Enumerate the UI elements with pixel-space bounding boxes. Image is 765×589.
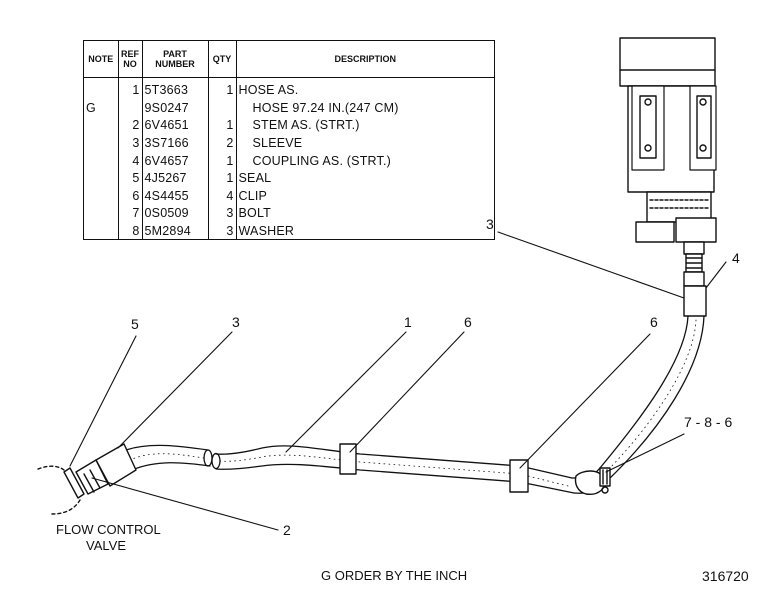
table-row: G 9S0247 HOSE 97.24 IN.(247 CM) xyxy=(84,99,494,118)
part-number-cell: 4S4455 xyxy=(142,187,209,206)
note-cell xyxy=(84,187,119,206)
note-cell xyxy=(84,169,119,188)
seal xyxy=(63,467,85,499)
header-description: DESCRIPTION xyxy=(236,41,494,78)
description-cell: COUPLING AS. (STRT.) xyxy=(252,153,392,168)
callout-7-8-6: 7 - 8 - 6 xyxy=(684,414,733,430)
part-number-cell: 5M2894 xyxy=(142,222,209,241)
header-note: NOTE xyxy=(84,41,119,78)
description-cell: STEM AS. (STRT.) xyxy=(252,118,360,133)
header-ref-no: REF NO xyxy=(118,41,143,78)
flow-control-label-line1: FLOW CONTROL xyxy=(56,522,161,537)
ref-cell: 1 xyxy=(118,77,143,100)
part-number-cell: 6V4651 xyxy=(142,117,209,135)
callout-2: 2 xyxy=(283,522,291,538)
part-number-cell: 5T3663 xyxy=(142,77,209,100)
hose-texture xyxy=(129,319,697,487)
description-cell: HOSE AS. xyxy=(238,83,299,98)
callout-6-mid: 6 xyxy=(464,314,472,330)
header-qty: QTY xyxy=(208,41,237,78)
callout-1: 1 xyxy=(404,314,412,330)
pump-unit xyxy=(619,37,717,287)
ref-cell: 2 xyxy=(118,117,143,135)
footnote-order-by-inch: G ORDER BY THE INCH xyxy=(321,568,468,583)
bolt-washer xyxy=(599,467,611,494)
description-cell: BOLT xyxy=(238,206,272,221)
qty-cell: 1 xyxy=(208,117,237,135)
part-number-cell: 6V4657 xyxy=(142,152,209,170)
ref-cell: 3 xyxy=(118,134,143,153)
table-header-row: NOTE REF NO PART NUMBER QTY DESCRIPTION xyxy=(84,41,494,78)
ref-cell xyxy=(118,99,143,118)
qty-cell: 4 xyxy=(208,187,237,206)
qty-cell: 3 xyxy=(208,205,237,223)
qty-cell: 1 xyxy=(208,169,237,188)
flow-control-label-line2: VALVE xyxy=(86,538,126,553)
qty-cell: 1 xyxy=(208,77,237,100)
leader-lines xyxy=(69,231,727,531)
coupling xyxy=(683,285,707,317)
ref-cell: 4 xyxy=(118,152,143,170)
callout-6-right: 6 xyxy=(650,314,658,330)
flow-control-valve-outline xyxy=(35,465,81,515)
note-cell xyxy=(84,134,119,153)
description-cell: SLEEVE xyxy=(252,136,303,151)
description-cell: CLIP xyxy=(238,188,268,203)
ref-cell: 8 xyxy=(118,222,143,241)
part-number-cell: 9S0247 xyxy=(142,99,209,118)
description-cell: HOSE 97.24 IN.(247 CM) xyxy=(252,100,399,115)
ref-cell: 7 xyxy=(118,205,143,223)
stem-sleeve xyxy=(95,443,137,487)
note-cell: G xyxy=(84,99,119,118)
figure-number: 316720 xyxy=(702,568,749,584)
part-number-cell: 3S7166 xyxy=(142,134,209,153)
note-cell xyxy=(84,222,119,241)
qty-cell: 1 xyxy=(208,152,237,170)
callout-3-right: 3 xyxy=(486,216,494,232)
callout-3-left: 3 xyxy=(232,314,240,330)
part-number-cell: 4J5267 xyxy=(142,169,209,188)
qty-cell: 3 xyxy=(208,222,237,241)
ref-cell: 6 xyxy=(118,187,143,206)
note-cell xyxy=(84,152,119,170)
clip-right xyxy=(509,459,529,493)
description-cell: SEAL xyxy=(238,171,272,186)
elbow-clip xyxy=(574,470,606,495)
callout-5: 5 xyxy=(131,316,139,332)
qty-cell xyxy=(208,99,237,118)
qty-cell: 2 xyxy=(208,134,237,153)
note-cell xyxy=(84,117,119,135)
note-cell xyxy=(84,77,119,100)
parts-list-table: NOTE REF NO PART NUMBER QTY DESCRIPTION … xyxy=(83,40,495,241)
ref-cell: 5 xyxy=(118,169,143,188)
callout-4: 4 xyxy=(732,250,740,266)
header-part-number: PART NUMBER xyxy=(142,41,209,78)
clip-mid xyxy=(339,443,357,475)
note-cell xyxy=(84,205,119,223)
description-cell: WASHER xyxy=(238,224,295,239)
stem-fitting xyxy=(75,459,109,495)
part-number-cell: 0S0509 xyxy=(142,205,209,223)
